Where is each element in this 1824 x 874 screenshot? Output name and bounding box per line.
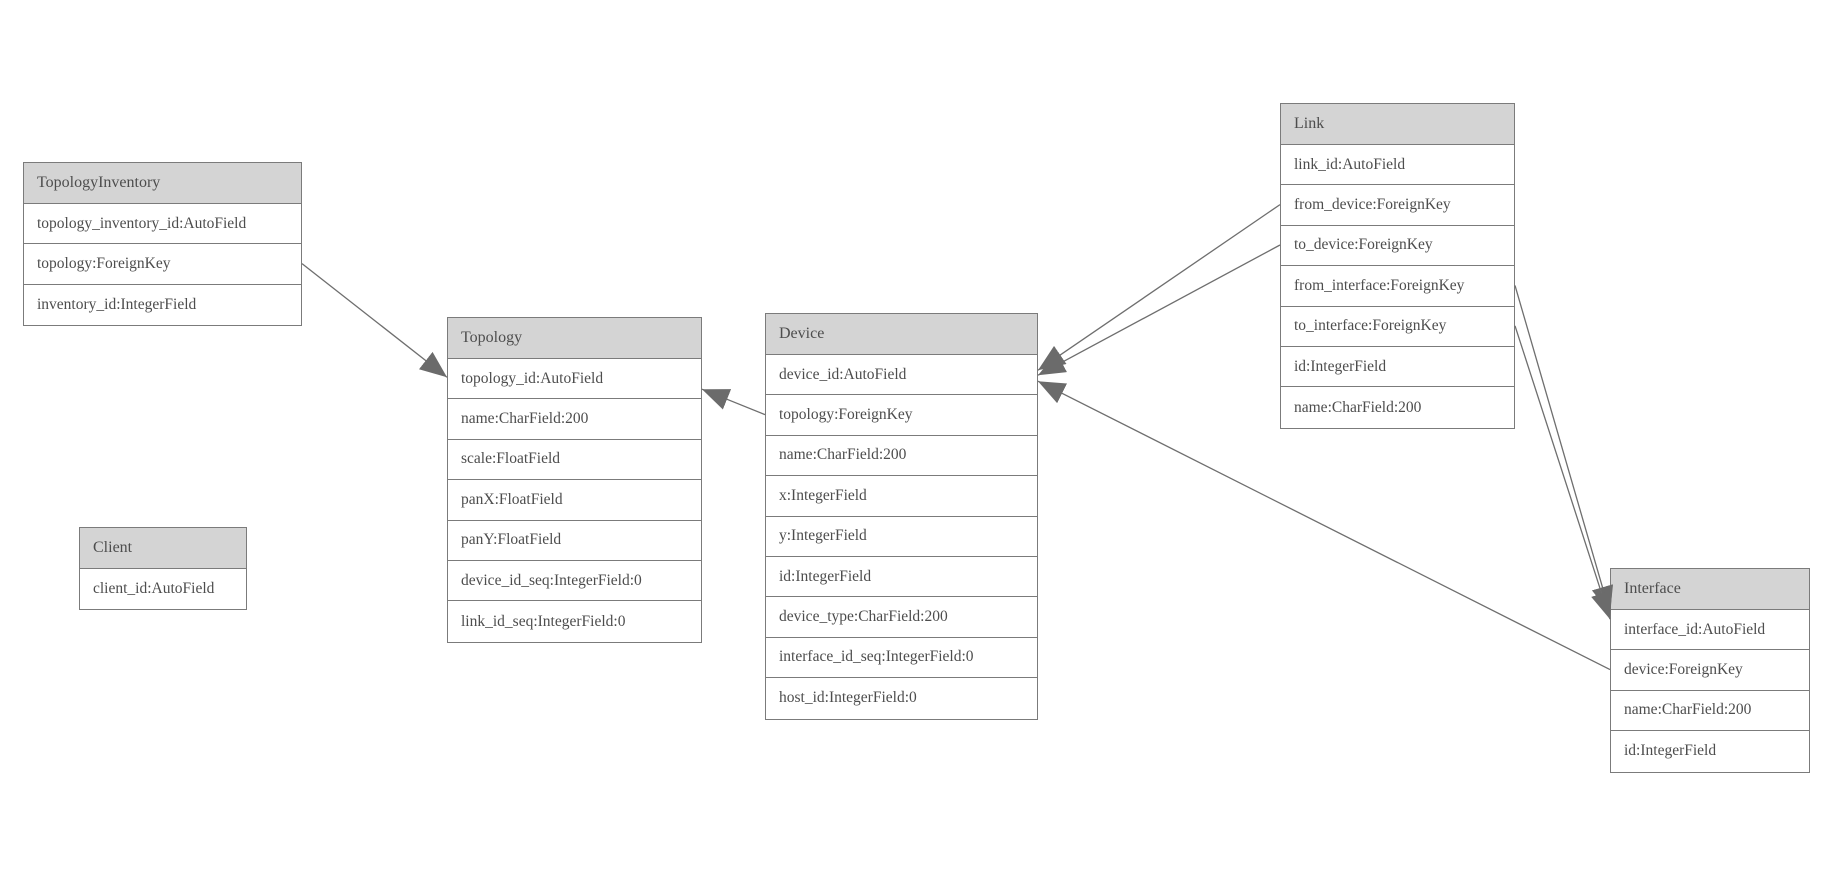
field-interface_id_seq: interface_id_seq:IntegerField:0 [766,637,1037,679]
field-host_id: host_id:IntegerField:0 [766,678,1037,719]
field-y: y:IntegerField [766,516,1037,557]
field-id: id:IntegerField [1281,346,1514,388]
field-device_type: device_type:CharField:200 [766,597,1037,638]
field-device_id: device_id:AutoField [766,355,1037,396]
entity-title: Client [80,528,246,569]
field-interface_id: interface_id:AutoField [1611,610,1809,651]
field-device_id_seq: device_id_seq:IntegerField:0 [448,560,701,602]
field-client_id: client_id:AutoField [80,569,246,610]
field-inventory_id: inventory_id:IntegerField [24,284,301,326]
field-name: name:CharField:200 [1281,387,1514,428]
entity-title: Link [1281,104,1514,145]
field-name: name:CharField:200 [448,399,701,440]
field-panX: panX:FloatField [448,480,701,521]
field-id: id:IntegerField [1611,731,1809,772]
field-device: device:ForeignKey [1611,650,1809,691]
field-to_interface: to_interface:ForeignKey [1281,306,1514,347]
field-link_id: link_id:AutoField [1281,145,1514,186]
field-topology: topology:ForeignKey [766,395,1037,436]
field-topology: topology:ForeignKey [24,244,301,285]
field-link_id_seq: link_id_seq:IntegerField:0 [448,601,701,642]
entity-title: Interface [1611,569,1809,610]
field-to_device: to_device:ForeignKey [1281,225,1514,267]
field-name: name:CharField:200 [766,435,1037,477]
field-from_interface: from_interface:ForeignKey [1281,266,1514,307]
field-scale: scale:FloatField [448,439,701,481]
field-from_device: from_device:ForeignKey [1281,185,1514,226]
field-topology_id: topology_id:AutoField [448,359,701,400]
field-panY: panY:FloatField [448,520,701,561]
entity-title: Topology [448,318,701,359]
entity-title: TopologyInventory [24,163,301,204]
entity-title: Device [766,314,1037,355]
field-x: x:IntegerField [766,476,1037,517]
field-topology_inventory_id: topology_inventory_id:AutoField [24,204,301,245]
field-name: name:CharField:200 [1611,690,1809,732]
field-id: id:IntegerField [766,556,1037,598]
